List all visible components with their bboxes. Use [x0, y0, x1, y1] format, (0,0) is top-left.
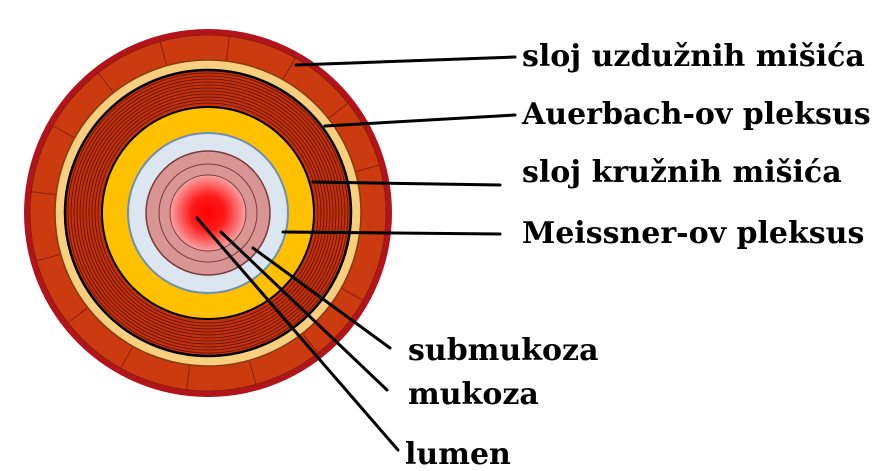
label-longitudinal-muscle: sloj uzdužnih mišića — [522, 39, 865, 74]
label-mucosa: mukoza — [408, 377, 539, 412]
label-circular-muscle: sloj kružnih mišića — [522, 155, 842, 190]
label-auerbach-plexus: Auerbach-ov pleksus — [521, 97, 871, 132]
leader-line-longitudinal-muscle — [296, 57, 515, 65]
label-lumen: lumen — [405, 437, 511, 471]
leader-line-meissner-plexus — [283, 232, 500, 234]
lumen-area — [170, 175, 246, 251]
label-submucosa: submukoza — [408, 333, 599, 368]
label-meissner-plexus: Meissner-ov pleksus — [522, 216, 864, 251]
